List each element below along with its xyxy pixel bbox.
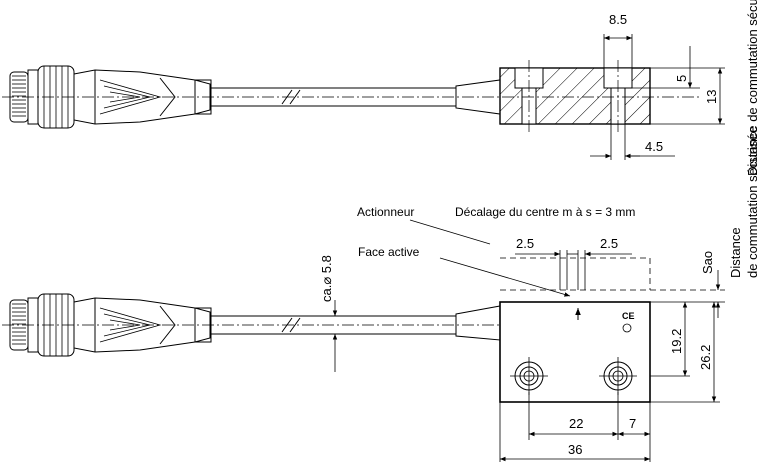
active-face-leader: [439, 257, 571, 297]
dim-cable-diameter: ca.⌀ 5.8: [319, 255, 338, 372]
dim-19-2-text: 19.2: [669, 329, 684, 354]
connector-bottom: [9, 293, 212, 357]
cable-bottom: [211, 305, 501, 341]
dim-2-5: 2.5 2.5: [515, 236, 632, 257]
center-offset-label: Décalage du centre m à s = 3 mm: [455, 205, 635, 219]
dim-2-5-left-text: 2.5: [516, 236, 534, 251]
dim-cable-diameter-text: ca.⌀ 5.8: [319, 255, 334, 302]
dim-sao: Sao Distance de commutation sécurisée: [650, 126, 760, 318]
dim-2-5-right-text: 2.5: [600, 236, 618, 251]
bottom-view: CE Actionneur Décalage du centre m à s =…: [2, 126, 760, 462]
actuator-label: Actionneur: [357, 205, 414, 219]
dim-sao-text: Sao: [700, 251, 715, 274]
dim-5-text: 5: [674, 75, 689, 82]
top-view: 8.5 5 13 4.5 Distance de commutation séc…: [2, 0, 760, 176]
dim-13-text: 13: [704, 90, 719, 104]
dim-22-text: 22: [569, 416, 583, 431]
actuator-leader: [409, 219, 491, 245]
active-face-label: Face active: [358, 245, 420, 259]
dim-8-5-text: 8.5: [609, 12, 627, 27]
cable-top: [211, 79, 501, 115]
distance-label-line2: de commutation sécurisée: [745, 126, 760, 278]
dim-bottom-widths: 22 7 36: [499, 392, 651, 462]
sensor-section-top: [499, 60, 651, 132]
actuator-outline: [500, 250, 725, 291]
dim-5-13: 5 13: [632, 46, 725, 125]
dim-26-2-text: 26.2: [698, 345, 713, 370]
distance-label-line1: Distance: [728, 227, 743, 278]
dim-7-text: 7: [629, 416, 636, 431]
dim-4-5-text: 4.5: [645, 139, 663, 154]
dim-19-2-26-2: 19.2 26.2: [650, 302, 720, 403]
dim-8-5: 8.5: [603, 12, 633, 68]
switching-distance-label-top: Distance de commutation sécurisée: [745, 0, 760, 176]
dim-36-text: 36: [568, 442, 582, 457]
dim-4-5: 4.5: [590, 124, 675, 160]
ce-mark: CE: [622, 311, 635, 321]
sensor-body: CE: [499, 301, 651, 403]
